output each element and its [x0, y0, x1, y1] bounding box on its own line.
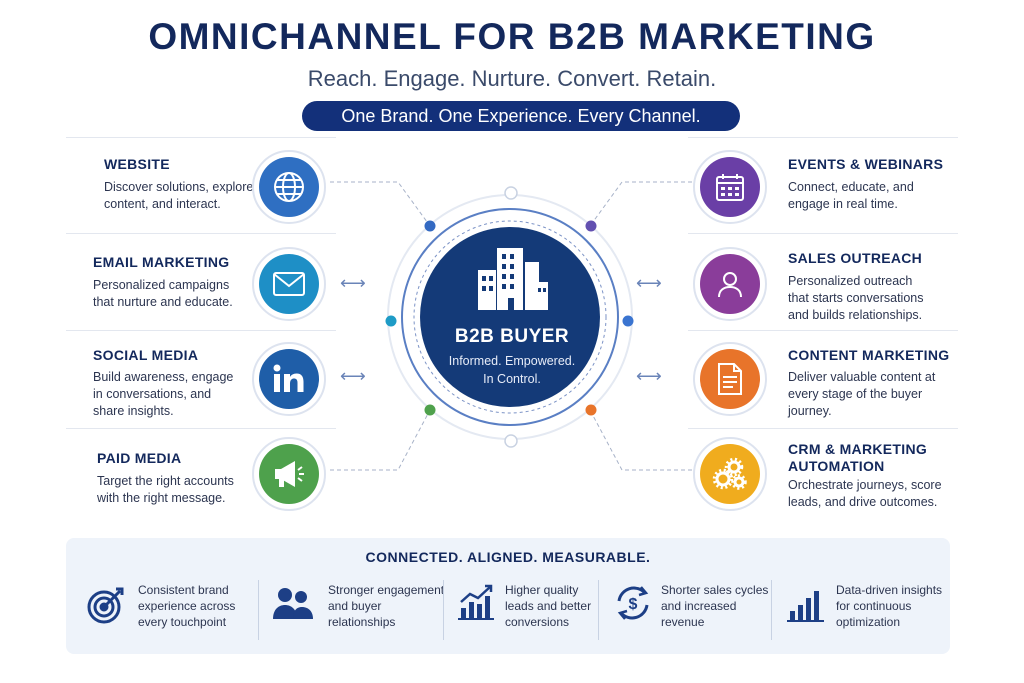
calendar-icon [716, 174, 744, 201]
benefit-icon-leads [453, 580, 499, 626]
benefit-separator [443, 580, 444, 640]
benefit-text-brand: Consistent brand experience across every… [138, 583, 236, 629]
channel-title-sales: SALES OUTREACH [788, 250, 923, 266]
social-channel-icon[interactable] [252, 342, 326, 416]
main-title: OMNICHANNEL FOR B2B MARKETING [148, 16, 876, 57]
growth-chart-icon [458, 584, 494, 620]
bidirectional-arrow-icon: ⟷ [340, 366, 366, 386]
ring-dot-purple [585, 220, 597, 232]
document-icon [718, 363, 742, 395]
ring-dot-teal [385, 315, 397, 327]
channel-title-events: EVENTS & WEBINARS [788, 156, 944, 172]
gears-icon [712, 457, 747, 490]
people-icon [273, 588, 313, 619]
person-icon [718, 272, 742, 298]
channel-title-social: SOCIAL MEDIA [93, 347, 199, 363]
channel-desc-email: Personalized campaigns that nurture and … [93, 278, 233, 309]
row-divider [688, 233, 958, 234]
channel-title-website: WEBSITE [104, 156, 170, 172]
channel-title-content: CONTENT MARKETING [788, 347, 950, 363]
hub-description: Informed. Empowered. In Control. [420, 352, 604, 388]
website-channel-icon[interactable] [252, 150, 326, 224]
crm-channel-icon[interactable] [693, 437, 767, 511]
events-channel-icon[interactable] [693, 150, 767, 224]
connector-events [589, 181, 692, 227]
benefit-icon-revenue: $ [610, 580, 656, 626]
row-divider [66, 233, 336, 234]
row-divider [66, 330, 336, 331]
ring-dot-green [424, 404, 436, 416]
connector-website [330, 181, 431, 227]
envelope-icon [273, 272, 305, 296]
benefit-icon-brand [83, 582, 129, 628]
ring-dot [504, 186, 518, 200]
row-divider [688, 330, 958, 331]
connector-crm [589, 409, 692, 471]
channel-title-email: EMAIL MARKETING [93, 254, 230, 270]
bar-chart-icon [787, 591, 824, 622]
hub-core [420, 227, 600, 407]
benefit-text-insights: Data-driven insights for continuous opti… [836, 583, 943, 629]
channel-desc-social: Build awareness, engage in conversations… [93, 370, 234, 418]
channel-desc-sales: Personalized outreach that starts conver… [788, 274, 924, 322]
sales-channel-icon[interactable] [693, 247, 767, 321]
hub-line: In Control. [483, 372, 541, 386]
benefit-separator [771, 580, 772, 640]
target-icon [87, 587, 124, 624]
dollar-cycle-icon: $ [617, 586, 649, 620]
dashed-ring [413, 220, 607, 414]
megaphone-icon [275, 461, 304, 487]
channel-desc-paid: Target the right accounts with the right… [97, 474, 234, 505]
linkedin-icon [273, 364, 304, 392]
channel-desc-events: Connect, educate, and engage in real tim… [788, 180, 914, 211]
row-divider [66, 137, 336, 138]
ring-dot [504, 434, 518, 448]
ring-dot-orange [585, 404, 597, 416]
benefit-icon-insights [783, 582, 829, 628]
benefits-panel [66, 538, 950, 654]
email-channel-icon[interactable] [252, 247, 326, 321]
benefit-text-engagement: Stronger engagement and buyer relationsh… [328, 583, 445, 629]
benefit-separator [598, 580, 599, 640]
globe-icon [274, 172, 304, 202]
bidirectional-arrow-icon: ⟷ [340, 273, 366, 293]
tagline-banner: One Brand. One Experience. Every Channel… [302, 101, 740, 131]
subtitle: Reach. Engage. Nurture. Convert. Retain. [307, 66, 717, 91]
benefit-separator [258, 580, 259, 640]
benefit-text-leads: Higher quality leads and better conversi… [505, 583, 592, 629]
ring-dot-blue2 [622, 315, 634, 327]
hub-line: Informed. Empowered. [448, 354, 576, 368]
ring-dot-blue [424, 220, 436, 232]
svg-text:$: $ [629, 596, 638, 613]
paid-channel-icon[interactable] [252, 437, 326, 511]
content-channel-icon[interactable] [693, 342, 767, 416]
channel-title-crm: CRM & MARKETING AUTOMATION [788, 441, 928, 474]
channel-desc-website: Discover solutions, explore content, and… [104, 180, 254, 211]
row-divider [66, 428, 336, 429]
benefits-title: CONNECTED. ALIGNED. MEASURABLE. [365, 549, 651, 565]
benefit-icon-engagement [270, 580, 316, 626]
mid-ring [401, 208, 619, 426]
hub-title: B2B BUYER [454, 326, 570, 347]
channel-desc-content: Deliver valuable content at every stage … [788, 370, 936, 418]
bidirectional-arrow-icon: ⟷ [636, 366, 662, 386]
channel-desc-crm: Orchestrate journeys, score leads, and d… [788, 478, 942, 509]
row-divider [688, 137, 958, 138]
channel-title-paid: PAID MEDIA [97, 450, 182, 466]
benefit-text-revenue: Shorter sales cycles and increased reven… [661, 583, 769, 629]
bidirectional-arrow-icon: ⟷ [636, 273, 662, 293]
connector-paid-media [330, 409, 431, 471]
row-divider [688, 428, 958, 429]
